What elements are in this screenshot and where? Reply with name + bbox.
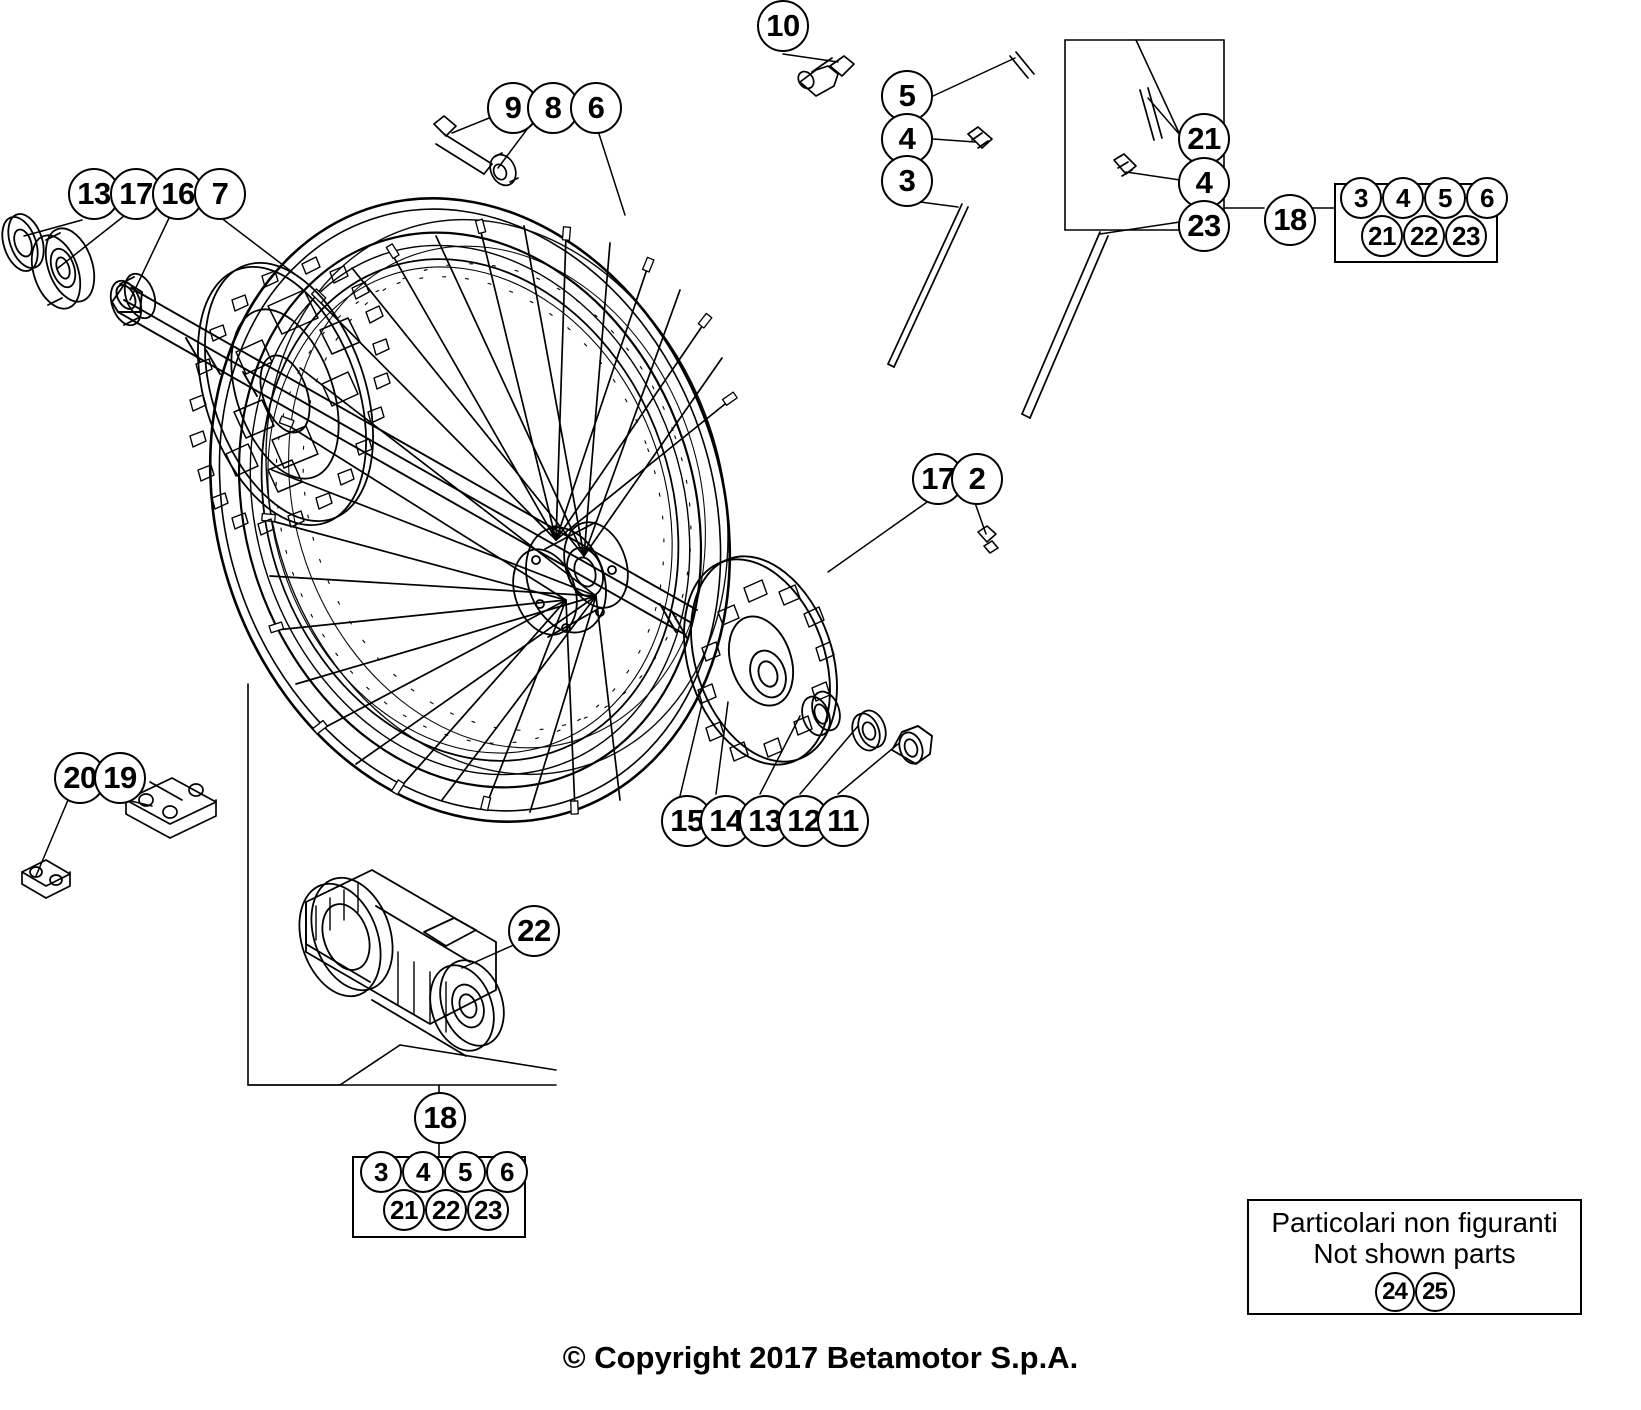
- group-badge-18-top[interactable]: 18: [1264, 194, 1316, 246]
- group-item-5[interactable]: 5: [1424, 177, 1466, 219]
- group-item-5-bottom[interactable]: 5: [444, 1151, 486, 1193]
- callout-17-left[interactable]: 17: [110, 168, 162, 220]
- group-item-3[interactable]: 3: [1340, 177, 1382, 219]
- group-box-top-right: 3 4 5 6 21 22 23: [1334, 177, 1508, 263]
- group-badge-18-bottom[interactable]: 18: [414, 1092, 466, 1144]
- group-row-primary-bottom: 3 4 5 6: [360, 1151, 528, 1193]
- callout-3-top[interactable]: 3: [881, 155, 933, 207]
- callout-2[interactable]: 2: [951, 453, 1003, 505]
- group-item-23[interactable]: 23: [1445, 215, 1487, 257]
- callout-10[interactable]: 10: [757, 0, 809, 52]
- callout-6[interactable]: 6: [570, 82, 622, 134]
- not-shown-numbers: 24 25: [1249, 1271, 1580, 1312]
- callout-19[interactable]: 19: [94, 752, 146, 804]
- group-item-22-bottom[interactable]: 22: [425, 1189, 467, 1231]
- group-item-23-bottom[interactable]: 23: [467, 1189, 509, 1231]
- not-shown-item-24[interactable]: 24: [1374, 1271, 1415, 1312]
- group-item-4[interactable]: 4: [1382, 177, 1424, 219]
- group-item-21-bottom[interactable]: 21: [383, 1189, 425, 1231]
- group-row-primary: 3 4 5 6: [1340, 177, 1508, 219]
- callout-22[interactable]: 22: [508, 905, 560, 957]
- callout-7[interactable]: 7: [194, 168, 246, 220]
- group-item-6-bottom[interactable]: 6: [486, 1151, 528, 1193]
- not-shown-label-en: Not shown parts: [1313, 1238, 1516, 1270]
- group-item-6[interactable]: 6: [1466, 177, 1508, 219]
- callout-14[interactable]: 14: [700, 795, 752, 847]
- copyright-notice: © Copyright 2017 Betamotor S.p.A.: [562, 1340, 1079, 1375]
- group-item-3-bottom[interactable]: 3: [360, 1151, 402, 1193]
- group-box-bottom: 3 4 5 6 21 22 23: [352, 1151, 528, 1238]
- callout-11[interactable]: 11: [817, 795, 869, 847]
- not-shown-label-it: Particolari non figuranti: [1271, 1207, 1558, 1238]
- group-item-21[interactable]: 21: [1361, 215, 1403, 257]
- not-shown-parts-box: Particolari non figuranti Not shown part…: [1247, 1199, 1582, 1315]
- group-row-secondary: 21 22 23: [1361, 215, 1487, 257]
- group-item-22[interactable]: 22: [1403, 215, 1445, 257]
- callout-5[interactable]: 5: [881, 70, 933, 122]
- callout-23[interactable]: 23: [1178, 200, 1230, 252]
- not-shown-item-25[interactable]: 25: [1414, 1271, 1455, 1312]
- group-item-4-bottom[interactable]: 4: [402, 1151, 444, 1193]
- group-row-secondary-bottom: 21 22 23: [383, 1189, 509, 1231]
